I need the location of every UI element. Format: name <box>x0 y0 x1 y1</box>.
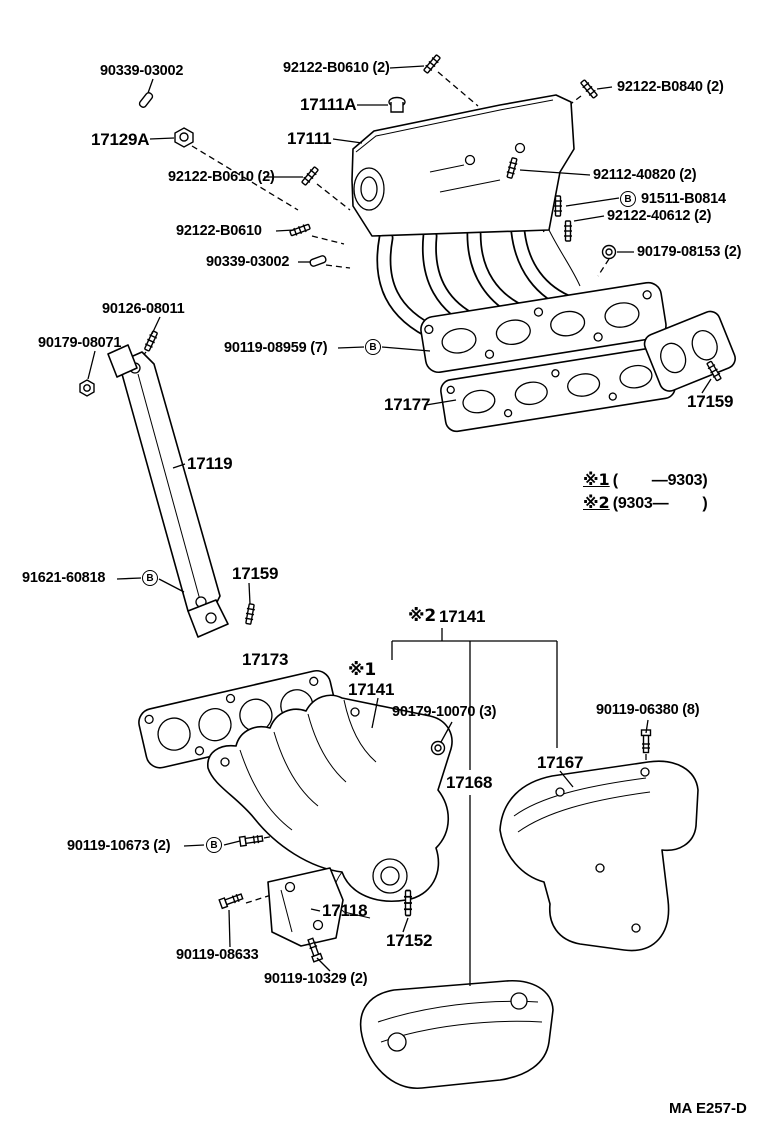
part-label-17141-note2: ※2 17141 <box>408 606 486 626</box>
legend-row-2: ※2 (9303— ) <box>583 493 708 513</box>
part-label-17152: 17152 <box>386 931 433 950</box>
part-label-17159-right: 17159 <box>687 392 734 411</box>
legend-note2-marker: ※2 <box>583 493 610 512</box>
bolt-90119-10673 <box>238 833 264 847</box>
applicability-legend: ※1 ( —9303) ※2 (9303— ) <box>583 470 708 516</box>
nut-90179-10070 <box>430 740 446 756</box>
stud-17159-left <box>243 602 257 626</box>
pin-90339-top <box>137 90 155 110</box>
intake-flange <box>420 281 667 374</box>
part-label-17141-note1: ※1 17141 <box>348 660 395 699</box>
legend-note1-text: ( —9303) <box>612 472 708 489</box>
legend-note2-text: (9303— ) <box>612 495 708 512</box>
part-label-17111: 17111 <box>287 129 332 148</box>
bolt-91511b0814 <box>553 195 563 217</box>
legend-row-1: ※1 ( —9303) <box>583 470 708 490</box>
part-number: 17141 <box>348 679 395 699</box>
part-number: 17141 <box>438 607 486 626</box>
part-label-92112-40820: 92112-40820 (2) <box>593 167 697 183</box>
intake-gasket-17177 <box>440 346 676 433</box>
note2-marker: ※2 <box>408 606 436 626</box>
cap-17111a <box>388 96 406 113</box>
bolt-90119-06380 <box>640 729 652 754</box>
part-label-90339-top: 90339-03002 <box>100 63 184 79</box>
sensor-17129a <box>174 127 194 148</box>
stud-92122-40612 <box>563 220 573 242</box>
bolt-90119-08633 <box>218 891 245 910</box>
heat-shield-17168 <box>359 980 554 1089</box>
stay-17119 <box>107 344 229 638</box>
part-label-92122b0840: 92122-B0840 (2) <box>617 79 724 95</box>
part-label-17177: 17177 <box>384 395 431 414</box>
part-label-17173: 17173 <box>242 650 289 669</box>
circled-b-marker: B <box>142 570 158 586</box>
part-label-90179-08153: 90179-08153 (2) <box>637 244 742 260</box>
part-label-17168: 17168 <box>446 773 493 792</box>
part-label-91511b0814: 91511-B0814 <box>641 191 726 207</box>
leader-lines <box>87 65 712 986</box>
part-label-90119-10329: 90119-10329 (2) <box>264 971 368 987</box>
pin-90339-low <box>308 254 328 268</box>
part-label-90119-06380: 90119-06380 (8) <box>596 702 700 718</box>
bracket-17118 <box>267 867 344 947</box>
stud-92122b0610-mid <box>299 165 321 187</box>
bolt-17152 <box>403 889 413 917</box>
circled-b-marker: B <box>365 339 381 355</box>
part-label-17159-left: 17159 <box>232 564 279 583</box>
heat-shield-17167 <box>499 760 699 952</box>
exhaust-gasket-17173 <box>138 669 339 769</box>
part-label-90179-10070: 90179-10070 (3) <box>392 704 497 720</box>
note1-marker: ※1 <box>348 660 376 680</box>
part-label-17129a: 17129A <box>91 130 150 149</box>
nut-90179-08153 <box>601 244 617 260</box>
part-label-17111a: 17111A <box>300 95 357 114</box>
figure-code: MA E257-D <box>669 1100 747 1117</box>
legend-note1-marker: ※1 <box>583 470 610 489</box>
part-label-90126-08011: 90126-08011 <box>102 301 185 317</box>
part-label-90119-08633: 90119-08633 <box>176 947 259 963</box>
stud-92122b0610-top <box>421 53 443 75</box>
part-label-92122b0610-top: 92122-B0610 (2) <box>283 60 390 76</box>
part-label-91621-60818: 91621-60818 <box>22 570 106 586</box>
part-label-90119-10673: 90119-10673 (2) <box>67 838 171 854</box>
part-label-17118: 17118 <box>322 901 368 920</box>
part-label-92122b0610-low: 92122-B0610 <box>176 223 262 239</box>
part-label-92122b0610-mid: 92122-B0610 (2) <box>168 169 275 185</box>
intake-manifold-17111 <box>174 94 575 237</box>
circled-b-marker: B <box>620 191 636 207</box>
part-label-90119-08959: 90119-08959 (7) <box>224 340 328 356</box>
part-label-90339-low: 90339-03002 <box>206 254 290 270</box>
exhaust-manifold-17141 <box>207 694 453 919</box>
stud-92122b0840 <box>578 78 600 100</box>
part-label-92122-40612: 92122-40612 (2) <box>607 208 712 224</box>
part-label-90179-08071: 90179-08071 <box>38 335 122 351</box>
stud-90126-08011 <box>142 329 160 353</box>
nut-90179-08071 <box>79 379 95 397</box>
part-label-17119: 17119 <box>187 454 233 473</box>
part-label-17167: 17167 <box>537 753 584 772</box>
circled-b-marker: B <box>206 837 222 853</box>
